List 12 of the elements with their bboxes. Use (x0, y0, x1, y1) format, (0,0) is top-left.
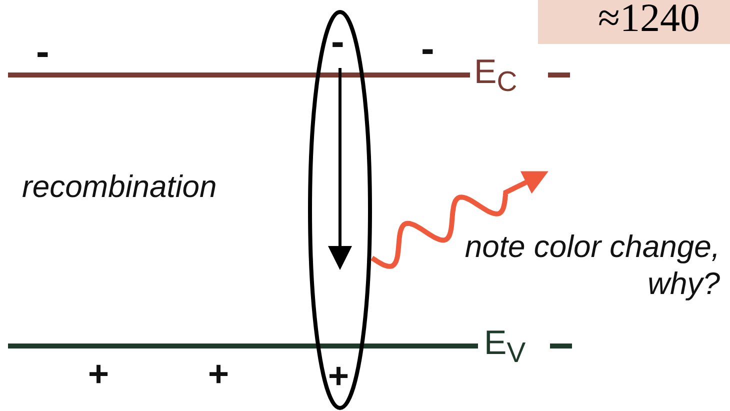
charge-sign: - (421, 26, 434, 73)
band-label: E$_{V}$ (484, 323, 526, 371)
charge-sign: + (208, 352, 230, 396)
charge-sign: + (88, 352, 110, 396)
charge-sign: + (328, 354, 350, 398)
charge-sign: - (331, 19, 344, 66)
formula-text: ≈1240 (598, 0, 700, 40)
process-label: recombination (22, 168, 217, 206)
note-text: note color change, why? (464, 228, 720, 302)
charge-sign: - (36, 29, 50, 76)
band-label: E$_{C}$ (474, 52, 518, 100)
formula-box (538, 0, 730, 44)
